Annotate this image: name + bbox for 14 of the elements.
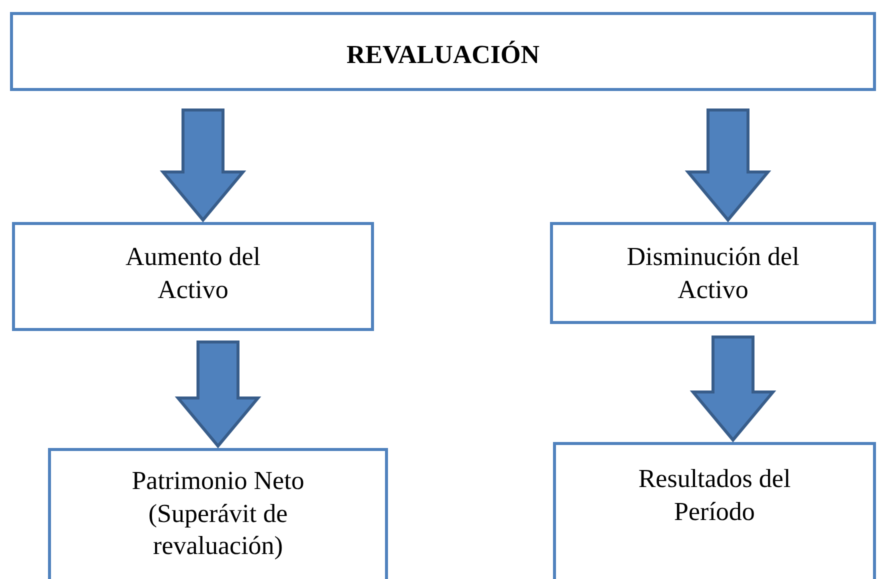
process-box: [12, 222, 374, 331]
box-text: Patrimonio Neto (Superávit de revaluación): [130, 465, 306, 562]
process-box: [553, 442, 876, 579]
title-text: REVALUACIÓN: [346, 39, 540, 71]
box-text: Aumento del Activo: [124, 241, 262, 306]
block-arrow: [690, 336, 776, 442]
block-arrow: [684, 108, 772, 222]
block-arrow: [160, 108, 246, 222]
title-box: [10, 12, 876, 91]
block-arrow: [174, 340, 262, 448]
box-text: Resultados del Período: [637, 463, 792, 528]
box-text: Disminución del Activo: [626, 241, 800, 306]
process-box: [550, 222, 876, 324]
process-box: [48, 448, 388, 579]
